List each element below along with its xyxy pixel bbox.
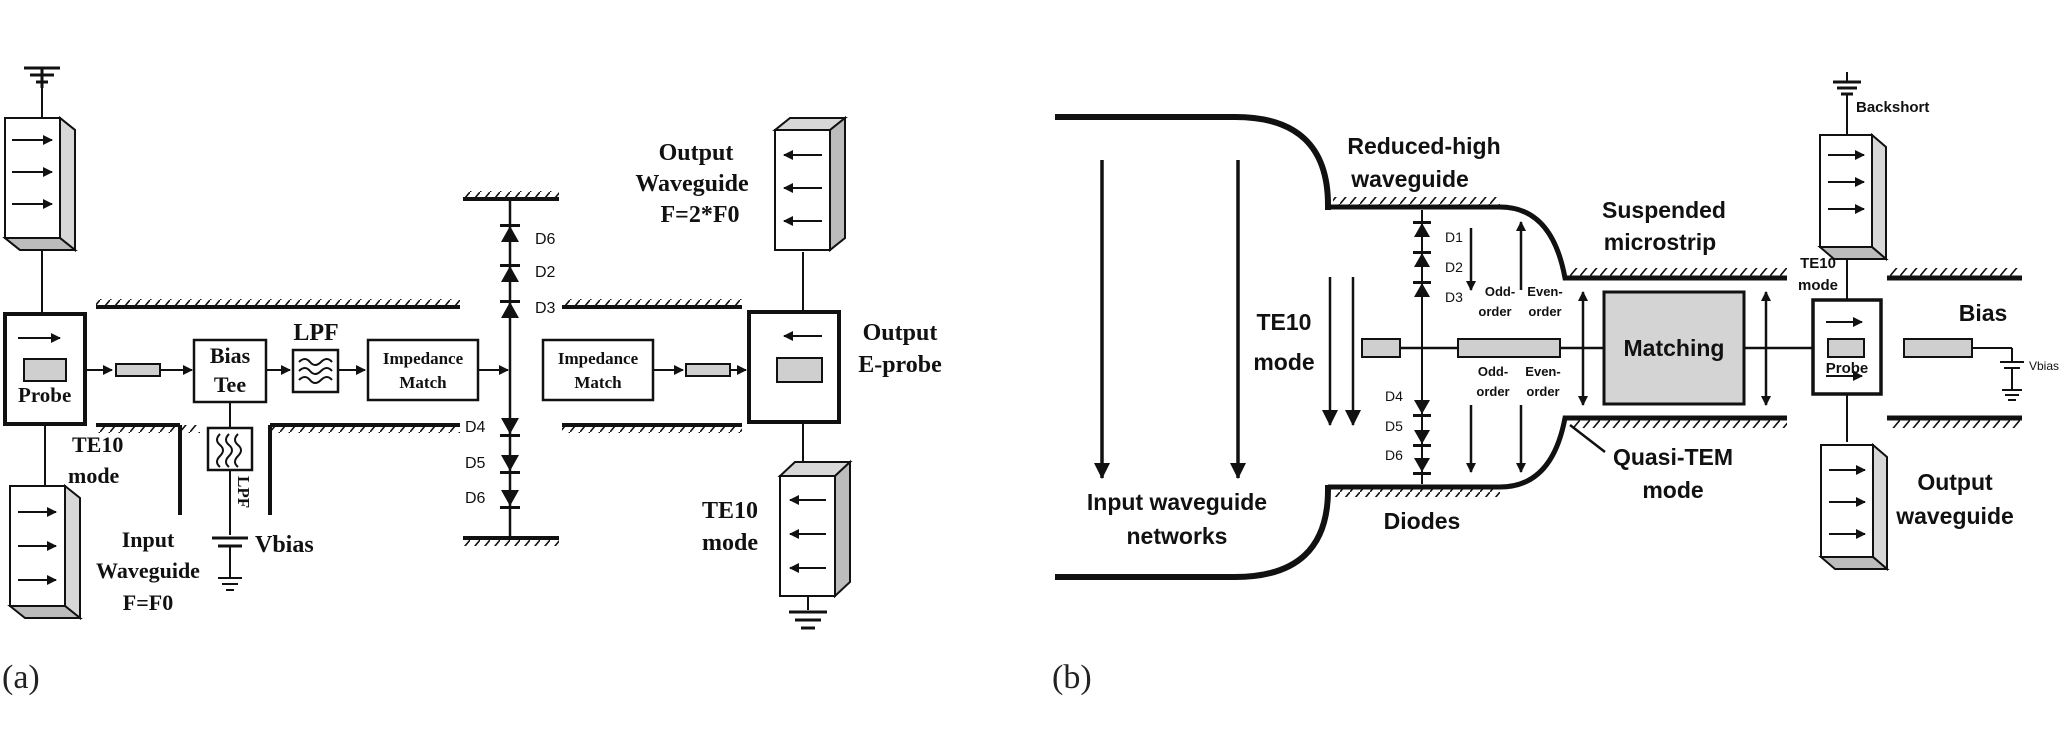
diode-label-b-5: D5	[1385, 418, 1403, 434]
odd-order-top-2: order	[1478, 304, 1511, 319]
output-eprobe-line1: Output	[863, 320, 938, 346]
panel-b: D1 D2 D3 D4 D5 D6 Matching Probe	[1055, 72, 2059, 580]
diode-label-b-6: D6	[1385, 447, 1403, 463]
waveguide-block-output-b	[1818, 442, 1890, 572]
bias-battery	[212, 536, 248, 548]
waveguide-block-backshort	[1817, 132, 1889, 262]
diode-label-a-4: D4	[465, 419, 486, 436]
input-waveguide-line2: Waveguide	[96, 558, 200, 583]
input-networks-line2: networks	[1127, 523, 1228, 549]
even-order-top-2: order	[1528, 304, 1561, 319]
reduced-height-line1: Reduced-high	[1347, 133, 1500, 159]
vbias-label-a: Vbias	[255, 532, 314, 558]
diode-label-b-3: D3	[1445, 289, 1463, 305]
impedance-match-1-line2: Match	[399, 373, 447, 392]
diode-label-a-6: D6	[465, 490, 486, 507]
impedance-match-1-line1: Impedance	[383, 349, 464, 368]
input-horn-outline	[1055, 114, 1331, 210]
matching-label: Matching	[1624, 335, 1725, 361]
te10-left-line2: mode	[68, 463, 120, 488]
quasi-tem-line1: Quasi-TEM	[1613, 444, 1733, 470]
odd-order-bot-2: order	[1476, 384, 1509, 399]
diode-label-a-5: D5	[465, 455, 486, 472]
suspended-line1: Suspended	[1602, 197, 1726, 223]
caption-a: (a)	[2, 659, 40, 696]
lpf-vertical-label: LPF	[234, 476, 253, 508]
bias-tee-label-2: Tee	[214, 372, 246, 397]
output-waveguide-line2: Waveguide	[635, 171, 749, 197]
diode-label-a-2: D2	[535, 264, 556, 281]
diode-label-b-4: D4	[1385, 388, 1403, 404]
te10-b-line1: TE10	[1257, 309, 1312, 335]
diode-chain-b	[1413, 221, 1431, 475]
reduced-height-line2: waveguide	[1350, 166, 1469, 192]
odd-order-top-1: Odd-	[1485, 284, 1515, 299]
input-waveguide-line1: Input	[122, 527, 175, 552]
lpf-label: LPF	[293, 320, 338, 346]
bias-label-b: Bias	[1959, 300, 2008, 326]
te10-right-line1: TE10	[702, 498, 758, 524]
lpf-box	[291, 348, 340, 394]
bias-tee-label-1: Bias	[210, 343, 251, 368]
diode-label-a-3: D3	[535, 300, 556, 317]
impedance-match-2-line1: Impedance	[558, 349, 639, 368]
matching-box	[1602, 290, 1746, 406]
te10-left-line1: TE10	[72, 432, 123, 457]
panel-a: Probe Bias Tee LPF Impedance Match	[2, 66, 942, 630]
output-waveguide-line3: F=2*F0	[661, 202, 740, 228]
diodes-label: Diodes	[1384, 508, 1461, 534]
lpf-wave-icon	[298, 358, 333, 384]
te10-right-line2: mode	[702, 530, 758, 556]
waveguide-block-top-left	[2, 115, 78, 253]
waveguide-block-bottom-left	[7, 483, 83, 621]
diode-chain-a	[500, 224, 520, 509]
even-order-bot-2: order	[1526, 384, 1559, 399]
diode-label-b-2: D2	[1445, 259, 1463, 275]
suspended-line2: microstrip	[1604, 229, 1716, 255]
te10-b-line2: mode	[1253, 349, 1314, 375]
probe-label-b: Probe	[1826, 360, 1869, 377]
lpf-box-vertical	[206, 426, 254, 472]
input-networks-line1: Input waveguide	[1087, 489, 1267, 515]
caption-b: (b)	[1052, 659, 1092, 696]
ground-symbol-right	[789, 610, 827, 630]
even-order-bot-1: Even-	[1525, 364, 1560, 379]
ground-symbol-bias	[218, 577, 242, 591]
ground-symbol	[24, 66, 60, 88]
even-order-top-1: Even-	[1527, 284, 1562, 299]
te10-small-line2: mode	[1798, 277, 1838, 294]
vbias-label-b: Vbias	[2029, 359, 2059, 373]
te10-small-line1: TE10	[1800, 255, 1836, 272]
waveguide-block-top-right	[772, 115, 848, 253]
impedance-match-box-2	[541, 338, 655, 402]
bias-tee-box	[192, 338, 268, 404]
waveguide-block-bottom-right	[777, 459, 853, 599]
impedance-match-2-line2: Match	[574, 373, 622, 392]
output-waveguide-b-line1: Output	[1917, 469, 1993, 495]
output-waveguide-b-line2: waveguide	[1895, 503, 2014, 529]
output-waveguide-line1: Output	[659, 140, 734, 166]
diode-label-a-1: D6	[535, 231, 556, 248]
odd-order-bot-1: Odd-	[1478, 364, 1508, 379]
quasi-tem-line2: mode	[1642, 477, 1703, 503]
output-eprobe-line2: E-probe	[858, 352, 942, 378]
backshort-label: Backshort	[1856, 99, 1929, 116]
probe-label-a: Probe	[18, 383, 71, 407]
diode-label-b-1: D1	[1445, 229, 1463, 245]
input-waveguide-line3: F=F0	[123, 590, 173, 615]
